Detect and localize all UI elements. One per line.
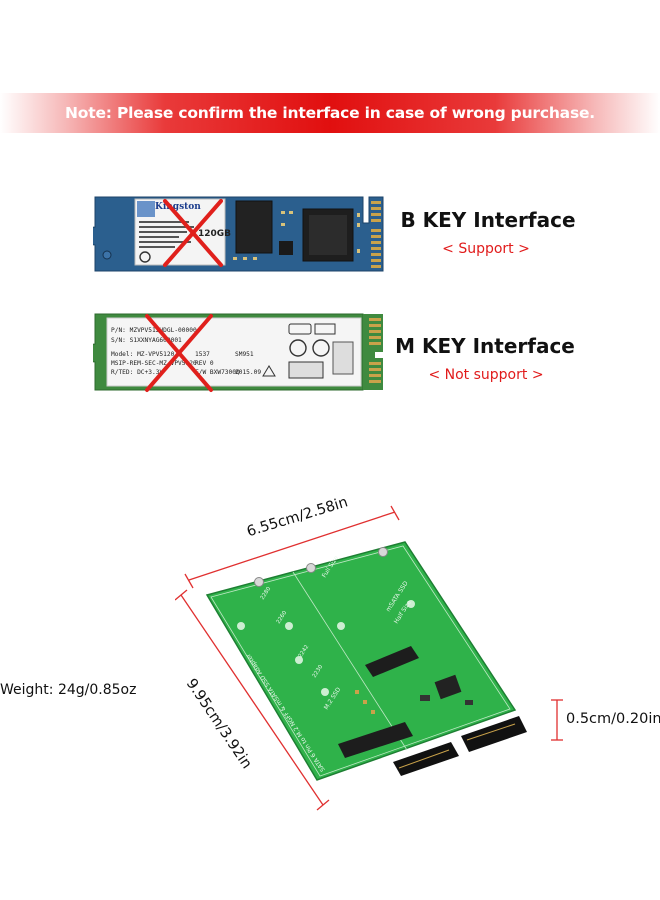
m-label-rated: R/TED: DC+3.3V (111, 369, 163, 376)
capacity-label: 120GB (198, 229, 231, 239)
m-label-pn: P/N: MZVPV512HDGL-00000 (111, 327, 197, 334)
m-label-rev: REV 0 (195, 360, 214, 367)
adapter-board-image: SATA 6 Pin to M.2 NGFF & mSATA SSD Adapt… (174, 500, 575, 820)
m-label-date: 1537 (195, 351, 210, 358)
kingston-brand: Kingston (155, 202, 201, 212)
m-label-model: Model: MZ-VPV5120 (111, 351, 175, 358)
b-key-status: < Support > (442, 241, 530, 257)
m-key-title: M KEY Interface (395, 334, 575, 358)
b-key-ssd-image: Kingston 120GB (85, 193, 385, 275)
m-key-status: < Not support > (428, 367, 544, 383)
weight-label: Weight: 24g/0.85oz (0, 682, 137, 698)
m-label-year: 2015.09 (235, 369, 261, 376)
m-label-sn: S/N: S1XXNYAG600001 (111, 337, 182, 344)
m-key-ssd-image: P/N: MZVPV512HDGL-00000 S/N: S1XXNYAG600… (85, 310, 385, 394)
m-label-sm: SM951 (235, 351, 254, 358)
m-label-fw: F/W BXW7300Q (195, 369, 240, 376)
m-label-msip: MSIP-REM-SEC-MZ-VPV5120 (111, 360, 197, 367)
thickness-dimension-label: 0.5cm/0.20in (566, 711, 660, 727)
note-banner: Note: Please confirm the interface in ca… (0, 93, 660, 133)
b-key-title: B KEY Interface (400, 208, 576, 232)
note-text: Note: Please confirm the interface in ca… (65, 104, 595, 122)
